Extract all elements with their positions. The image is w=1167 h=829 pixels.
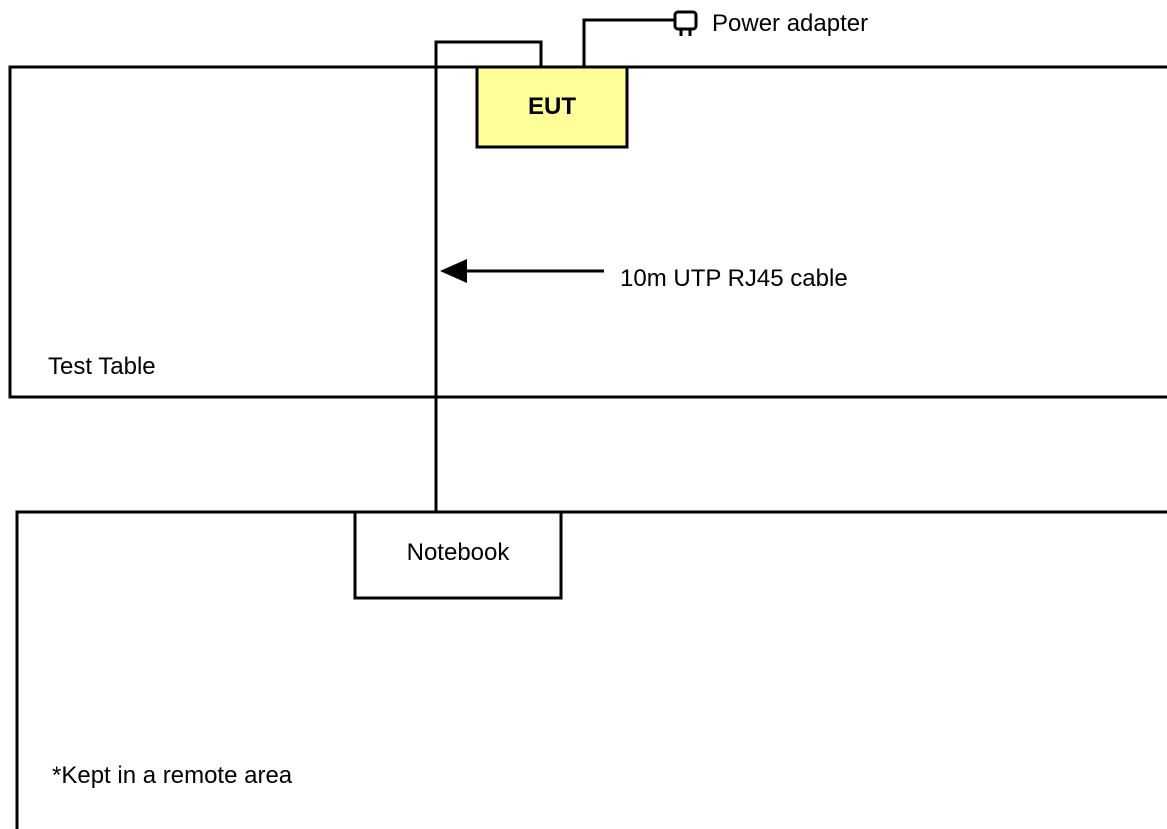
remote-area-note: *Kept in a remote area [52, 762, 293, 789]
notebook-label: Notebook [407, 539, 511, 566]
cable-arrow [440, 259, 604, 283]
eut-label: EUT [528, 93, 576, 120]
notebook-box [353, 510, 563, 600]
cable-label: 10m UTP RJ45 cable [620, 265, 848, 292]
power-adapter-label: Power adapter [712, 10, 868, 37]
utp-cable-line [434, 40, 543, 512]
test-table-label: Test Table [48, 353, 156, 380]
plug-icon [673, 10, 698, 36]
remote-area-box [15, 510, 1167, 829]
power-cable-line [582, 18, 675, 67]
eut-box [475, 65, 629, 149]
